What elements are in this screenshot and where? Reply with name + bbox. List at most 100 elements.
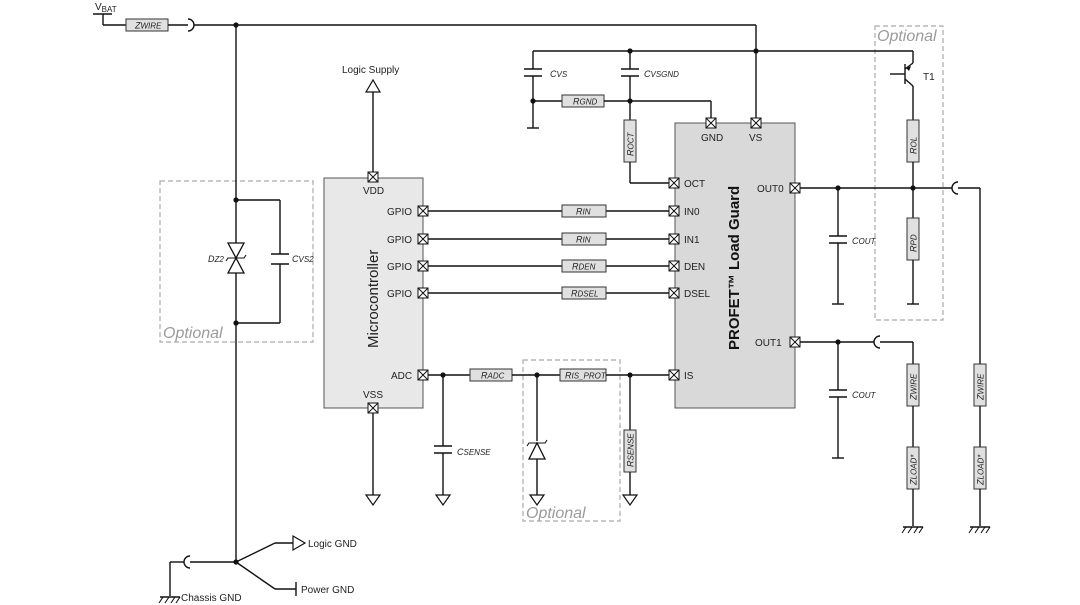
svg-text:CVS2: CVS2 xyxy=(292,254,314,264)
cvs2-sub: VS2 xyxy=(299,255,315,264)
resistor-rin-0: RIN xyxy=(561,204,607,218)
chip-pin-vs: VS xyxy=(749,117,763,144)
wire xyxy=(235,542,276,563)
gpio-label-3: GPIO xyxy=(387,262,412,273)
ris-prot-label: R xyxy=(565,371,572,381)
power-gnd-label: Power GND xyxy=(301,585,354,596)
dz2-sub: Z2 xyxy=(214,255,225,264)
ris-prot-sub: IS_PROT xyxy=(572,372,607,381)
zwire-out1-label: Z xyxy=(909,394,919,401)
chassis-ground-right xyxy=(968,526,991,534)
tvs-diode-dz2: DZ2 xyxy=(208,242,247,274)
csense-sub: SENSE xyxy=(464,448,492,457)
optional-box-middle xyxy=(522,359,621,522)
chassis-gnd-label: Chassis GND xyxy=(181,593,242,604)
zwire-right-label: Z xyxy=(976,394,986,401)
gpio-pin-3: GPIO xyxy=(387,260,429,273)
zload-right-sub: LOAD* xyxy=(977,454,986,480)
gpio-label-2: GPIO xyxy=(387,235,412,246)
capacitor-cout-0: COUT xyxy=(829,235,877,246)
optional-label-left: Optional xyxy=(163,325,223,342)
rdsel-sub: DSEL xyxy=(578,290,599,299)
rsense-label: R xyxy=(626,460,636,467)
svg-text:RIN: RIN xyxy=(576,235,591,245)
capacitor-cout-1: COUT xyxy=(829,389,877,400)
svg-text:CVS: CVS xyxy=(550,69,568,79)
logic-gnd-arrow xyxy=(292,534,307,552)
resistor-roct: ROCT xyxy=(623,119,637,163)
rden-sub: DEN xyxy=(579,263,596,272)
svg-text:RPD: RPD xyxy=(909,234,919,252)
out0-pin-label: OUT0 xyxy=(757,184,784,195)
radc-label: R xyxy=(481,371,488,381)
wire xyxy=(235,561,276,590)
chip-pin-out1: OUT1 xyxy=(755,336,801,349)
rsense-sub: SENSE xyxy=(627,433,636,461)
logic-gnd-label: Logic GND xyxy=(308,539,357,550)
cvs-label: C xyxy=(550,69,557,79)
zwire-top-label: Z xyxy=(134,21,141,31)
chip-pin-dsel: DSEL xyxy=(668,287,711,300)
svg-text:COUT: COUT xyxy=(852,236,877,246)
is-pin-label: IS xyxy=(684,371,694,382)
chip-pin-in0: IN0 xyxy=(668,205,700,218)
svg-text:RIN: RIN xyxy=(576,207,591,217)
svg-text:ROCT: ROCT xyxy=(626,132,636,157)
vs-pin-label: VS xyxy=(749,133,763,144)
zwire-top: ZWIRE xyxy=(125,18,169,32)
svg-text:ZLOAD*: ZLOAD* xyxy=(976,454,986,486)
oct-pin-label: OCT xyxy=(684,179,705,190)
transistor-t1: T1 xyxy=(890,62,935,87)
zload-right: ZLOAD* xyxy=(973,446,987,490)
cout1-label: C xyxy=(852,390,859,400)
svg-text:ZLOAD*: ZLOAD* xyxy=(909,454,919,486)
capacitor-cvs2: CVS2 xyxy=(271,253,314,265)
zload-out1-sub: LOAD* xyxy=(910,454,919,480)
in0-pin-label: IN0 xyxy=(684,207,700,218)
cout0-label: C xyxy=(852,236,859,246)
svg-text:CVSGND: CVSGND xyxy=(644,69,679,79)
rgnd-sub: GND xyxy=(580,98,598,107)
microcontroller-box xyxy=(323,177,424,409)
csense-ground xyxy=(434,494,452,507)
vss-ground xyxy=(364,494,382,507)
vss-label: VSS xyxy=(363,390,383,401)
radc-sub: ADC xyxy=(487,372,505,381)
capacitor-cvs: CVS xyxy=(524,68,568,79)
zwire-right-sub: WIRE xyxy=(977,373,986,395)
zload-out1: ZLOAD* xyxy=(906,446,920,490)
rin1-label: R xyxy=(576,235,583,245)
logic-supply-arrow xyxy=(364,78,382,93)
svg-text:RSENSE: RSENSE xyxy=(626,433,636,467)
pin-vss xyxy=(367,402,379,414)
gpio-pin-4: GPIO xyxy=(387,287,429,300)
resistor-ris-prot: RIS_PROT xyxy=(559,368,607,382)
rol-label: R xyxy=(909,147,919,154)
zwire-out1: ZWIRE xyxy=(906,363,920,407)
chip-pin-oct: OCT xyxy=(668,177,705,190)
vbat-label: V xyxy=(95,2,102,13)
zener-ground xyxy=(528,494,546,507)
zload-out1-label: Z xyxy=(909,479,919,486)
gpio-pin-1: GPIO xyxy=(387,205,429,218)
rin0-sub: IN xyxy=(583,208,591,217)
dz2-label: D xyxy=(208,254,215,264)
profet-label: PROFET™ Load Guard xyxy=(726,186,743,350)
pin-vdd xyxy=(367,171,379,183)
svg-text:ZWIRE: ZWIRE xyxy=(976,373,986,401)
resistor-rdsel: RDSEL xyxy=(561,286,607,300)
chip-pin-is: IS xyxy=(668,369,694,382)
dsel-pin-label: DSEL xyxy=(684,289,711,300)
chip-pin-in1: IN1 xyxy=(668,233,700,246)
logic-supply-label: Logic Supply xyxy=(342,65,399,76)
adc-pin: ADC xyxy=(391,369,429,382)
cvsgnd-label: C xyxy=(644,69,651,79)
chip-pin-gnd: GND xyxy=(701,117,723,144)
connector-out1 xyxy=(873,335,881,349)
adc-label: ADC xyxy=(391,371,412,382)
cvs2-label: C xyxy=(292,254,299,264)
rsense-ground xyxy=(621,494,639,507)
microcontroller-label: Microcontroller xyxy=(365,250,382,348)
svg-text:VBAT: VBAT xyxy=(95,2,117,14)
